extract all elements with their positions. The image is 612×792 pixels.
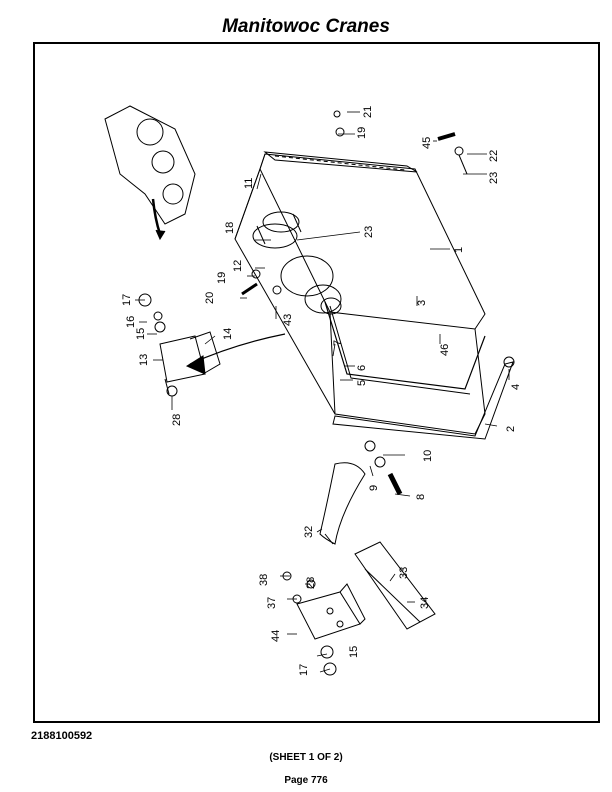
callout-37: 37 (266, 597, 278, 609)
callout-44: 44 (270, 630, 282, 642)
hose-clamp (354, 541, 436, 630)
callout-7: 7 (332, 340, 344, 346)
callout-32: 32 (303, 526, 315, 538)
filler-neck (252, 211, 302, 249)
callout-33: 33 (398, 567, 410, 579)
parts-drawing: 21 19 45 22 23 11 18 23 1 12 19 20 3 17 … (104, 105, 522, 676)
page-title: Manitowoc Cranes (222, 16, 390, 37)
sender-opening (280, 255, 342, 315)
callout-20: 20 (204, 292, 216, 304)
sheet-indicator: (SHEET 1 OF 2) (269, 752, 343, 763)
callout-28: 28 (171, 414, 183, 426)
callout-16: 16 (125, 316, 137, 328)
callout-22: 22 (488, 150, 500, 162)
callout-15: 15 (135, 328, 147, 340)
callout-46: 46 (439, 344, 451, 356)
callout-45: 45 (421, 137, 433, 149)
callout-9: 9 (368, 485, 380, 491)
callout-2: 2 (505, 426, 517, 432)
callout-28b: 28 (305, 577, 317, 589)
fuel-hose (319, 462, 366, 545)
leader-lines (135, 111, 510, 673)
callout-17: 17 (121, 294, 133, 306)
callout-23: 23 (488, 172, 500, 184)
callout-5: 5 (356, 380, 368, 386)
crane-locator-illustration (104, 105, 196, 241)
fuel-tank (234, 153, 486, 435)
callout-10: 10 (422, 450, 434, 462)
callout-6: 6 (356, 365, 368, 371)
callout-3: 3 (416, 300, 428, 306)
callout-19: 19 (356, 127, 368, 139)
callout-43: 43 (282, 314, 294, 326)
exploded-parts-diagram: 21 19 45 22 23 11 18 23 1 12 19 20 3 17 … (33, 42, 600, 723)
callout-15b: 15 (348, 646, 360, 658)
callout-18: 18 (224, 222, 236, 234)
drawing-number: 2188100592 (31, 730, 93, 742)
strap-top (263, 151, 418, 173)
callout-19b: 19 (216, 272, 228, 284)
callout-38: 38 (258, 574, 270, 586)
callout-labels: 21 19 45 22 23 11 18 23 1 12 19 20 3 17 … (121, 106, 522, 676)
callout-14: 14 (222, 328, 234, 340)
callout-12: 12 (232, 260, 244, 272)
callout-17b: 17 (298, 664, 310, 676)
callout-11: 11 (243, 178, 255, 189)
callout-4: 4 (510, 384, 522, 390)
callout-13: 13 (138, 354, 150, 366)
mounting-bracket (159, 331, 286, 395)
callout-21: 21 (362, 106, 374, 118)
callout-1: 1 (453, 247, 465, 253)
callout-23b: 23 (363, 226, 375, 238)
fasteners (138, 110, 515, 676)
page-number: Page 776 (284, 775, 328, 786)
strap-bottom (332, 361, 514, 440)
lower-bracket (296, 583, 366, 640)
callout-8: 8 (415, 494, 427, 500)
callout-34: 34 (419, 597, 431, 609)
